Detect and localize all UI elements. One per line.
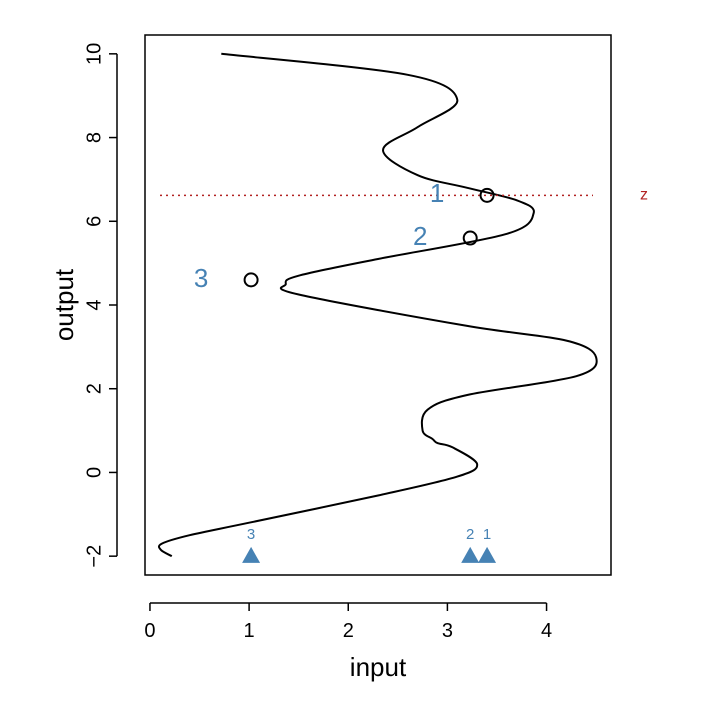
x-tick-label: 3 xyxy=(442,620,453,642)
y-tick-label: 8 xyxy=(83,132,105,143)
triangle-marker xyxy=(478,546,497,563)
x-tick-label: 0 xyxy=(144,620,155,642)
y-tick-label: 2 xyxy=(83,383,105,394)
y-tick-label: 10 xyxy=(83,43,105,65)
triangle-marker-label: 2 xyxy=(466,526,474,543)
y-tick-label: 4 xyxy=(83,299,105,310)
data-point-label: 3 xyxy=(194,263,208,293)
x-axis-label: input xyxy=(350,652,407,682)
x-tick-label: 4 xyxy=(541,620,552,642)
y-axis-label: output xyxy=(49,268,79,341)
y-tick-label: 6 xyxy=(83,216,105,227)
data-point xyxy=(479,187,495,203)
y-tick-label: −2 xyxy=(83,545,105,568)
triangle-marker xyxy=(242,546,261,563)
triangle-marker-label: 3 xyxy=(247,526,255,543)
y-tick-label: 0 xyxy=(83,467,105,478)
data-point xyxy=(462,230,478,246)
series-curve xyxy=(157,52,598,558)
reference-line-label: z xyxy=(640,187,648,204)
data-point-label: 2 xyxy=(413,221,427,251)
triangle-marker xyxy=(461,546,480,563)
data-point xyxy=(243,272,259,288)
triangle-marker-label: 1 xyxy=(483,526,491,543)
x-tick-label: 2 xyxy=(343,620,354,642)
data-point-label: 1 xyxy=(430,178,444,208)
x-tick-label: 1 xyxy=(244,620,255,642)
plot-frame xyxy=(144,34,612,576)
